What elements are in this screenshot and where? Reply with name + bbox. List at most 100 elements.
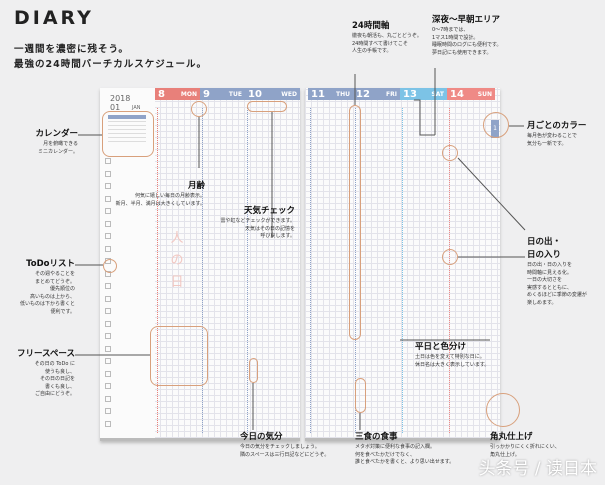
annotation-text: めくるほどに季節の変遷が: [527, 292, 587, 298]
annotation-weather: 天気チェック雷や虹などチェックができます。天気はその日の記憶を呼び戻します。: [205, 205, 295, 241]
annotation-title: 深夜～早朝エリア: [432, 15, 501, 25]
todo-checkbox[interactable]: [105, 358, 111, 364]
annotation-text: 徹夜も朝活も、丸ごとどうぞ。: [352, 33, 422, 39]
annotation-text: メタボ対策に便利な食事の記入欄。: [355, 444, 436, 450]
time-axis: [355, 108, 356, 433]
annotation-text: 高いものは上から、: [29, 293, 75, 300]
todo-checkbox[interactable]: [105, 170, 111, 177]
annotation-text: 24時間すべて書けてこそ: [352, 40, 408, 47]
time-axis: [449, 108, 450, 433]
highlight-corner: [486, 393, 520, 427]
annotation-text: 月を俯瞰できる: [43, 141, 78, 147]
annotation-text: 誰と食べたかを書くと、より思い出せます。: [355, 459, 455, 465]
todo-checkbox[interactable]: [105, 245, 111, 252]
annotation-text: 書くも良し、: [44, 383, 75, 390]
mini-calendar: [108, 115, 146, 142]
day-header-tue: 9 TUE: [200, 88, 245, 100]
annotation-text: 一日の大切さを: [527, 277, 563, 283]
annotation-text: ミニカレンダー。: [38, 148, 78, 155]
day-number: 9: [203, 88, 210, 100]
todo-checkbox[interactable]: [105, 420, 111, 427]
annotation-axis24: 24時間軸徹夜も朝活も、丸ごとどうぞ。24時間すべて書けてこそ人生の手帳です。: [352, 20, 422, 56]
annotation-title: カレンダー: [35, 129, 78, 139]
annotation-text: 低いものは下から書くと: [19, 301, 75, 307]
annotation-text: 雷や虹などチェックができます。: [220, 218, 295, 224]
todo-checkbox[interactable]: [105, 183, 111, 189]
annotation-text: 休日名は大きく表示しています。: [415, 361, 490, 368]
annotation-text: 楽しめます。: [527, 299, 557, 306]
annotation-text: 日の出・日の入りを: [527, 262, 573, 268]
highlight-meals: [355, 378, 366, 413]
todo-checkbox[interactable]: [105, 333, 111, 339]
annotation-text: 時間軸に見える化。: [527, 269, 572, 276]
annotation-moon: 月齢何気に嬉しい毎日の月齢表示。新月、半月、満月は大きくしています。: [110, 180, 205, 208]
annotation-text: 天気はその日の記憶を: [244, 225, 295, 232]
annotation-title: 月齢: [187, 181, 205, 191]
todo-checkbox[interactable]: [105, 208, 111, 214]
day-of-week: SAT: [431, 90, 444, 98]
annotation-text: 人生の手帳です。: [352, 48, 392, 54]
annotation-text: 毎月色が変わることで: [527, 133, 577, 139]
todo-checkbox[interactable]: [105, 283, 111, 289]
annotation-title: 平日と色分け: [415, 342, 467, 352]
tagline-1: 一週間を濃密に残そう。: [14, 44, 129, 55]
annotation-text: 角丸仕上げ。: [490, 451, 520, 458]
annotation-text: 何を食べたかだけでなく、: [355, 451, 416, 458]
day-of-week: TUE: [228, 90, 242, 98]
highlight-sunset: [442, 249, 458, 265]
annotation-text: 夢日記にも使用できます。: [432, 49, 492, 56]
annotation-text: 気分も一新です。: [527, 140, 567, 147]
todo-checkbox[interactable]: [105, 345, 111, 352]
annotation-monthcolor: 月ごとのカラー毎月色が変わることで気分も一新です。: [527, 120, 586, 148]
annotation-free: フリースペースその日の ToDo に使うも良し、その日の日記を書くも良し、ご自由…: [5, 348, 75, 399]
annotation-text: その週やることを: [34, 271, 75, 277]
highlight-sunrise: [442, 145, 458, 161]
annotation-title: 24時間軸: [352, 21, 390, 31]
annotation-corner: 角丸仕上げ引っかかりにくく折れにくい、角丸仕上げ。: [490, 431, 560, 459]
day-of-week: SUN: [477, 90, 492, 98]
todo-checkbox[interactable]: [105, 295, 111, 302]
year: 2018: [110, 94, 131, 103]
annotation-text: 呼び戻します。: [260, 233, 295, 239]
day-of-week: FRI: [386, 90, 397, 98]
annotation-title: 天気チェック: [243, 206, 295, 216]
annotation-text: 土日は色を変えて特別な日に。: [415, 354, 485, 360]
todo-checkbox[interactable]: [105, 395, 111, 402]
day-number: 12: [356, 88, 370, 100]
annotation-text: ご自由にどうぞ。: [34, 391, 75, 397]
watermark-holiday: 人の日: [170, 231, 184, 290]
annotation-title: 今日の気分: [240, 432, 283, 442]
day-number: 14: [450, 88, 464, 100]
day-header-fri: 12 FRI: [353, 88, 400, 100]
todo-checkbox[interactable]: [105, 195, 111, 202]
annotation-text: 睡眠時間のログにも便利です。: [432, 42, 502, 48]
highlight-month-color: [483, 112, 509, 138]
time-axis: [157, 108, 158, 433]
annotation-sunrise: 日の出・ 日の入り日の出・日の入りを時間軸に見える化。一日の大切さを実感するとと…: [527, 236, 587, 307]
annotation-title: 角丸仕上げ: [490, 432, 533, 442]
todo-checkbox[interactable]: [105, 158, 111, 164]
todo-checkbox[interactable]: [105, 408, 111, 414]
annotation-text: その日の日記を: [39, 376, 75, 382]
todo-checkbox[interactable]: [105, 233, 111, 239]
todo-checkbox[interactable]: [105, 320, 111, 327]
annotation-text: 1マス1時間で設計。: [432, 34, 479, 41]
annotation-text: 使うも良し、: [44, 368, 75, 375]
source-watermark: 头条号 / 读日本: [478, 459, 597, 479]
annotation-title: フリースペース: [16, 349, 75, 359]
time-axis: [402, 108, 403, 433]
highlight-moon: [191, 101, 207, 117]
month-name: JAN: [132, 105, 141, 111]
annotation-title: 日の出・ 日の入り: [527, 237, 562, 260]
todo-checkbox[interactable]: [105, 308, 111, 314]
todo-checkbox[interactable]: [105, 383, 111, 389]
highlight-free-space: [150, 326, 208, 386]
day-number: 13: [403, 88, 417, 100]
annotation-text: まとめてどうぞ。: [34, 278, 75, 285]
todo-checkbox[interactable]: [105, 370, 111, 377]
todo-checkbox[interactable]: [105, 220, 111, 227]
